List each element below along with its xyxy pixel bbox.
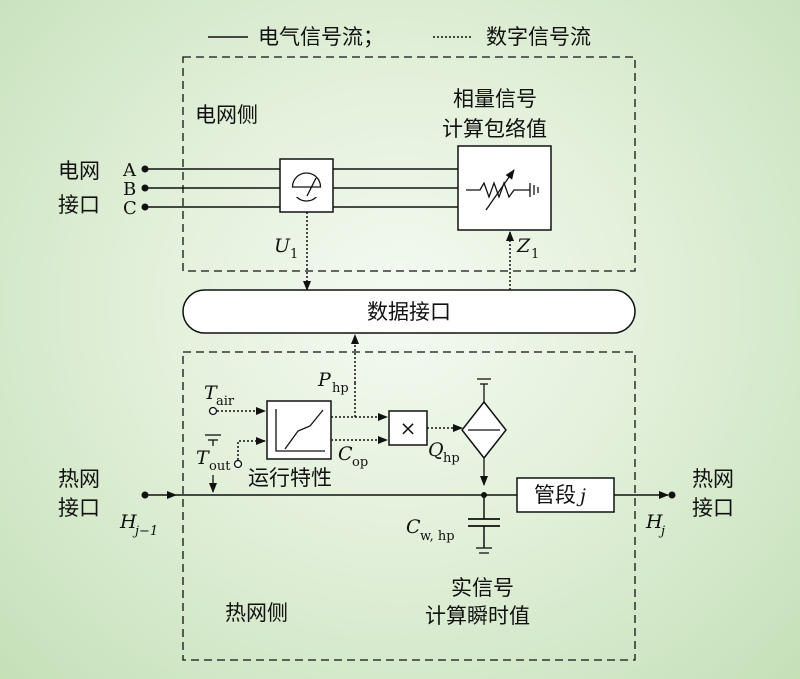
phasor-box: [457, 145, 552, 231]
capacitor-icon: [468, 495, 500, 554]
p-hp-label: P: [317, 369, 332, 391]
c-w-subscript: w, hp: [420, 529, 455, 544]
pipe-segment-box: [516, 477, 615, 513]
p-hp-subscript: hp: [332, 381, 349, 396]
op-char-label: 运行特性: [248, 466, 332, 490]
grid-interface-label-2: 接口: [58, 193, 100, 217]
c-op-subscript: op: [352, 455, 368, 470]
heat-side-box: [182, 351, 636, 661]
chart-curve-icon: [284, 409, 324, 450]
phase-a-label: A: [122, 160, 137, 181]
h-left-label: H: [119, 511, 137, 533]
t-air-subscript: air: [216, 394, 235, 409]
heat-side-title: 热网侧: [225, 601, 288, 625]
data-interface-label: 数据接口: [367, 300, 451, 324]
u1-label: U: [274, 235, 291, 257]
multiplier-box: [388, 410, 428, 446]
t-out-subscript: out: [209, 459, 231, 474]
h-right-subscript: j: [658, 524, 665, 539]
resistor-icon: [466, 181, 530, 199]
variable-arrow-icon: [485, 169, 515, 211]
grid-side-title: 电网侧: [195, 103, 258, 127]
t-out-terminal: [233, 459, 243, 469]
heat-right-terminal: [668, 491, 676, 499]
t-out-ground-icon: [205, 434, 221, 446]
q-hp-label: Q: [428, 439, 444, 461]
pipe-segment-label: 管段: [534, 483, 576, 507]
phase-c-label: C: [123, 198, 137, 219]
u1-subscript: 1: [290, 247, 298, 262]
legend-electric-label: 电气信号流；: [258, 25, 384, 49]
heat-interface-right-2: 接口: [692, 496, 734, 520]
data-interface-box: [182, 289, 636, 334]
h-right-label: H: [645, 511, 663, 533]
t-air-terminal: [208, 406, 218, 416]
z1-subscript: 1: [531, 247, 539, 262]
c-op-label: C: [338, 443, 353, 465]
real-signal-title-2: 计算瞬时值: [425, 604, 530, 628]
pipe-index-label: j: [576, 485, 586, 507]
heat-main-line: [141, 491, 676, 499]
op-char-box: [266, 400, 332, 460]
heat-interface-left-1: 热网: [58, 467, 100, 491]
t-out-label: T: [196, 447, 210, 469]
t-air-label: T: [204, 382, 218, 404]
grid-side-box: [182, 56, 636, 272]
h-left-subscript: j−1: [132, 524, 158, 539]
c-w-label: C: [406, 516, 421, 538]
real-signal-title-1: 实信号: [451, 576, 514, 600]
phasor-title-2: 计算包络值: [442, 117, 547, 141]
t-out-arrow: [237, 437, 266, 460]
z1-label: Z: [516, 235, 531, 257]
chart-axes-icon: [275, 409, 325, 452]
multiply-symbol: ×: [400, 416, 417, 440]
heat-interface-left-2: 接口: [58, 496, 100, 520]
grid-interface-label-1: 电网: [58, 159, 100, 183]
legend-digital-label: 数字信号流: [486, 25, 591, 49]
q-hp-subscript: hp: [443, 451, 460, 466]
controlled-source-icon: [461, 378, 507, 486]
heat-interface-right-1: 热网: [692, 467, 734, 491]
phasor-title-1: 相量信号: [453, 87, 537, 111]
meter-box: [279, 158, 334, 213]
legend: 电气信号流； 数字信号流: [208, 25, 591, 49]
phase-b-label: B: [123, 179, 136, 200]
